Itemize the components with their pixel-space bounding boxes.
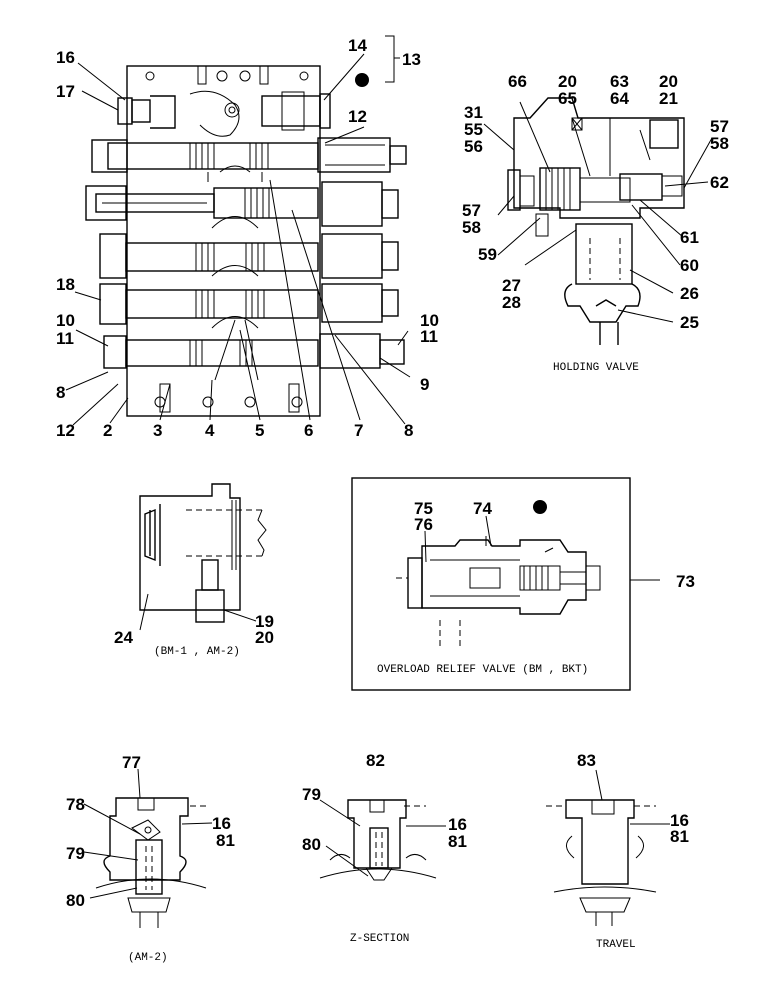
- callout-55: 55: [464, 120, 483, 139]
- callout-7: 7: [354, 421, 363, 440]
- callout-83: 83: [577, 751, 596, 770]
- callout-20: 20: [659, 72, 678, 91]
- holding-valve-drawing: [507, 97, 685, 345]
- callout-8: 8: [56, 383, 65, 402]
- callout-16: 16: [212, 814, 231, 833]
- callout-81: 81: [216, 831, 235, 850]
- callout-19: 19: [255, 612, 274, 631]
- callout-77: 77: [122, 753, 141, 772]
- callout-9: 9: [420, 375, 429, 394]
- callout-14: 14: [348, 36, 367, 55]
- callout-12: 12: [348, 107, 367, 126]
- callout-3: 3: [153, 421, 162, 440]
- am2-caption: (AM-2): [128, 952, 168, 964]
- callout-13: 13: [402, 50, 421, 69]
- callout-16: 16: [448, 815, 467, 834]
- callout-61: 61: [680, 228, 699, 247]
- z-section-drawing: [319, 799, 437, 881]
- overload-relief-frame: [351, 477, 631, 691]
- callout-58: 58: [710, 134, 729, 153]
- callout-16: 16: [56, 48, 75, 67]
- callout-60: 60: [680, 256, 699, 275]
- bm-am-detail-drawing: [139, 483, 267, 623]
- callout-56: 56: [464, 137, 483, 156]
- callout-16: 16: [670, 811, 689, 830]
- callout-57: 57: [462, 201, 481, 220]
- callout-58: 58: [462, 218, 481, 237]
- callout-59: 59: [478, 245, 497, 264]
- callout-21: 21: [659, 89, 678, 108]
- callout-73: 73: [676, 572, 695, 591]
- callout-75: 75: [414, 499, 433, 518]
- callout-66: 66: [508, 72, 527, 91]
- callout-80: 80: [66, 891, 85, 910]
- callout-76: 76: [414, 515, 433, 534]
- main-control-valve-drawing: [85, 35, 407, 417]
- callout-65: 65: [558, 89, 577, 108]
- callout-28: 28: [502, 293, 521, 312]
- callout-24: 24: [114, 628, 133, 647]
- callout-79: 79: [302, 785, 321, 804]
- callout-25: 25: [680, 313, 699, 332]
- travel-callouts: 83 16 81 TRAVEL: [577, 751, 689, 951]
- overload-relief-valve-panel: 75 76 74 73 OVERLOAD RELIEF VALVE (BM , …: [351, 477, 695, 691]
- callout-11: 11: [56, 329, 74, 348]
- callout-10: 10: [56, 311, 75, 330]
- z-section-leaders: [319, 799, 446, 877]
- callout-31: 31: [464, 103, 483, 122]
- marker-dot: [355, 73, 369, 87]
- spool-row-4: [99, 283, 399, 325]
- main-valve-callouts: 16 17 14 13 12 18 10 11 8 12 2 3 4 5 6 7…: [56, 36, 439, 440]
- callout-6: 6: [304, 421, 313, 440]
- marker-dot: [533, 500, 547, 514]
- am2-detail-drawing: [95, 797, 210, 928]
- travel-drawing: [546, 799, 657, 926]
- callout-82: 82: [366, 751, 385, 770]
- callout-64: 64: [610, 89, 629, 108]
- callout-12: 12: [56, 421, 75, 440]
- callout-2: 2: [103, 421, 112, 440]
- z-section-callouts: 82 79 16 80 81 Z-SECTION: [302, 751, 467, 945]
- am2-detail-callouts: 77 78 16 81 79 80 (AM-2): [66, 753, 235, 964]
- callout-74: 74: [473, 499, 492, 518]
- callout-27: 27: [502, 276, 521, 295]
- callout-4: 4: [205, 421, 215, 440]
- overload-relief-caption: OVERLOAD RELIEF VALVE (BM , BKT): [377, 664, 588, 676]
- bm-am-caption: (BM-1 , AM-2): [154, 646, 240, 658]
- holding-valve-callouts: 66 20 65 63 64 20 21 31 55 56 57 58 62 5…: [462, 72, 729, 374]
- holding-valve-caption: HOLDING VALVE: [553, 362, 639, 374]
- callout-79: 79: [66, 844, 85, 863]
- callout-11: 11: [420, 327, 438, 346]
- callout-17: 17: [56, 82, 75, 101]
- am2-detail-leaders: [83, 768, 213, 899]
- bm-am-detail-callouts: 19 20 24 (BM-1 , AM-2): [114, 612, 274, 658]
- callout-81: 81: [670, 827, 689, 846]
- travel-leaders: [595, 769, 670, 825]
- callout-78: 78: [66, 795, 85, 814]
- callout-26: 26: [680, 284, 699, 303]
- bm-am-detail-leaders: [139, 593, 257, 631]
- callout-20: 20: [255, 628, 274, 647]
- spool-row-5: [103, 333, 405, 369]
- callout-20: 20: [558, 72, 577, 91]
- spool-row-1: [91, 137, 407, 173]
- overload-relief-valve-drawing: [396, 536, 601, 650]
- callout-81: 81: [448, 832, 467, 851]
- callout-62: 62: [710, 173, 729, 192]
- spool-row-3: [99, 233, 399, 279]
- callout-10: 10: [420, 311, 439, 330]
- callout-63: 63: [610, 72, 629, 91]
- z-section-caption: Z-SECTION: [350, 933, 409, 945]
- callout-80: 80: [302, 835, 321, 854]
- callout-8: 8: [404, 421, 413, 440]
- callout-18: 18: [56, 275, 75, 294]
- callout-57: 57: [710, 117, 729, 136]
- holding-valve-leaders: [483, 101, 713, 323]
- callout-5: 5: [255, 421, 264, 440]
- main-valve-leaders: [65, 53, 411, 426]
- spool-row-2: [85, 181, 399, 227]
- travel-caption: TRAVEL: [596, 939, 636, 951]
